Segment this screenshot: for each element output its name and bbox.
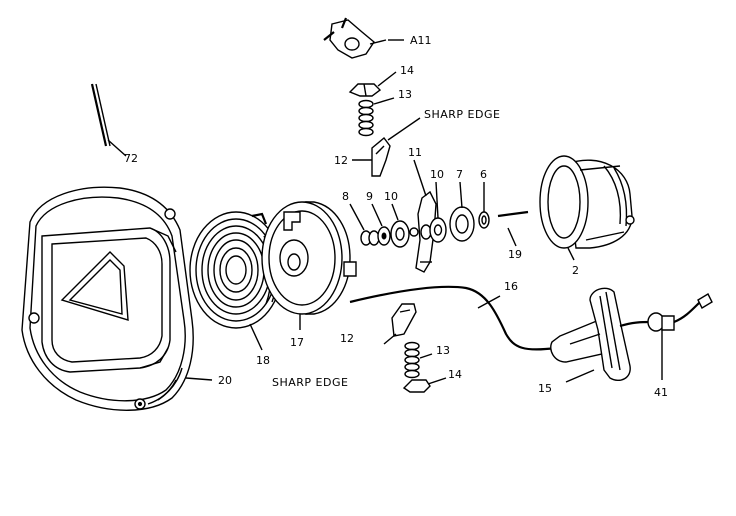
label-17: 17 — [290, 336, 304, 349]
label-sharp-edge-top: SHARP EDGE — [424, 108, 500, 121]
label-10-left: 10 — [384, 190, 398, 203]
part-2-starter-cup — [539, 155, 635, 261]
part-a11-clip — [323, 17, 404, 59]
label-6: 6 — [480, 168, 487, 181]
label-15: 15 — [538, 382, 552, 395]
label-10-right: 10 — [430, 168, 444, 181]
label-sharp-edge-bottom: SHARP EDGE — [272, 376, 348, 389]
part-72-rod — [90, 83, 127, 157]
part-17-pulley — [261, 201, 357, 330]
part-12-bottom-pawl — [383, 303, 417, 345]
label-9: 9 — [366, 190, 373, 203]
label-2: 2 — [572, 264, 579, 277]
label-14-top: 14 — [400, 64, 414, 77]
part-15-handle — [550, 287, 631, 383]
label-19: 19 — [508, 248, 522, 261]
label-41: 41 — [654, 386, 668, 399]
part-13-bottom-spring — [404, 341, 433, 379]
parts-10-7-6-washers — [429, 181, 490, 243]
label-12-top: 12 — [334, 154, 348, 167]
label-20: 20 — [218, 374, 232, 387]
part-41-cable — [619, 293, 713, 380]
part-11-retainer — [413, 159, 437, 273]
part-labels: A11 14 13 SHARP EDGE 12 11 8 9 10 10 7 6… — [124, 34, 668, 399]
part-13-top-spring — [358, 97, 395, 137]
part-12-top-pawl — [352, 117, 421, 177]
label-13-bottom: 13 — [436, 344, 450, 357]
part-16-starter-rope — [349, 285, 557, 351]
label-18: 18 — [256, 354, 270, 367]
label-a11: A11 — [410, 34, 432, 47]
label-72: 72 — [124, 152, 138, 165]
label-16: 16 — [504, 280, 518, 293]
label-7: 7 — [456, 168, 463, 181]
part-20-starter-housing — [21, 186, 213, 411]
parts-8-9-10-washers — [349, 203, 419, 248]
part-14-top-clip — [348, 71, 397, 97]
label-8: 8 — [342, 190, 349, 203]
label-14-bottom: 14 — [448, 368, 462, 381]
label-13-top: 13 — [398, 88, 412, 101]
part-14-bottom-clip — [402, 377, 447, 393]
part-19-pin — [497, 210, 529, 247]
label-12-bottom: 12 — [340, 332, 354, 345]
label-11: 11 — [408, 146, 422, 159]
